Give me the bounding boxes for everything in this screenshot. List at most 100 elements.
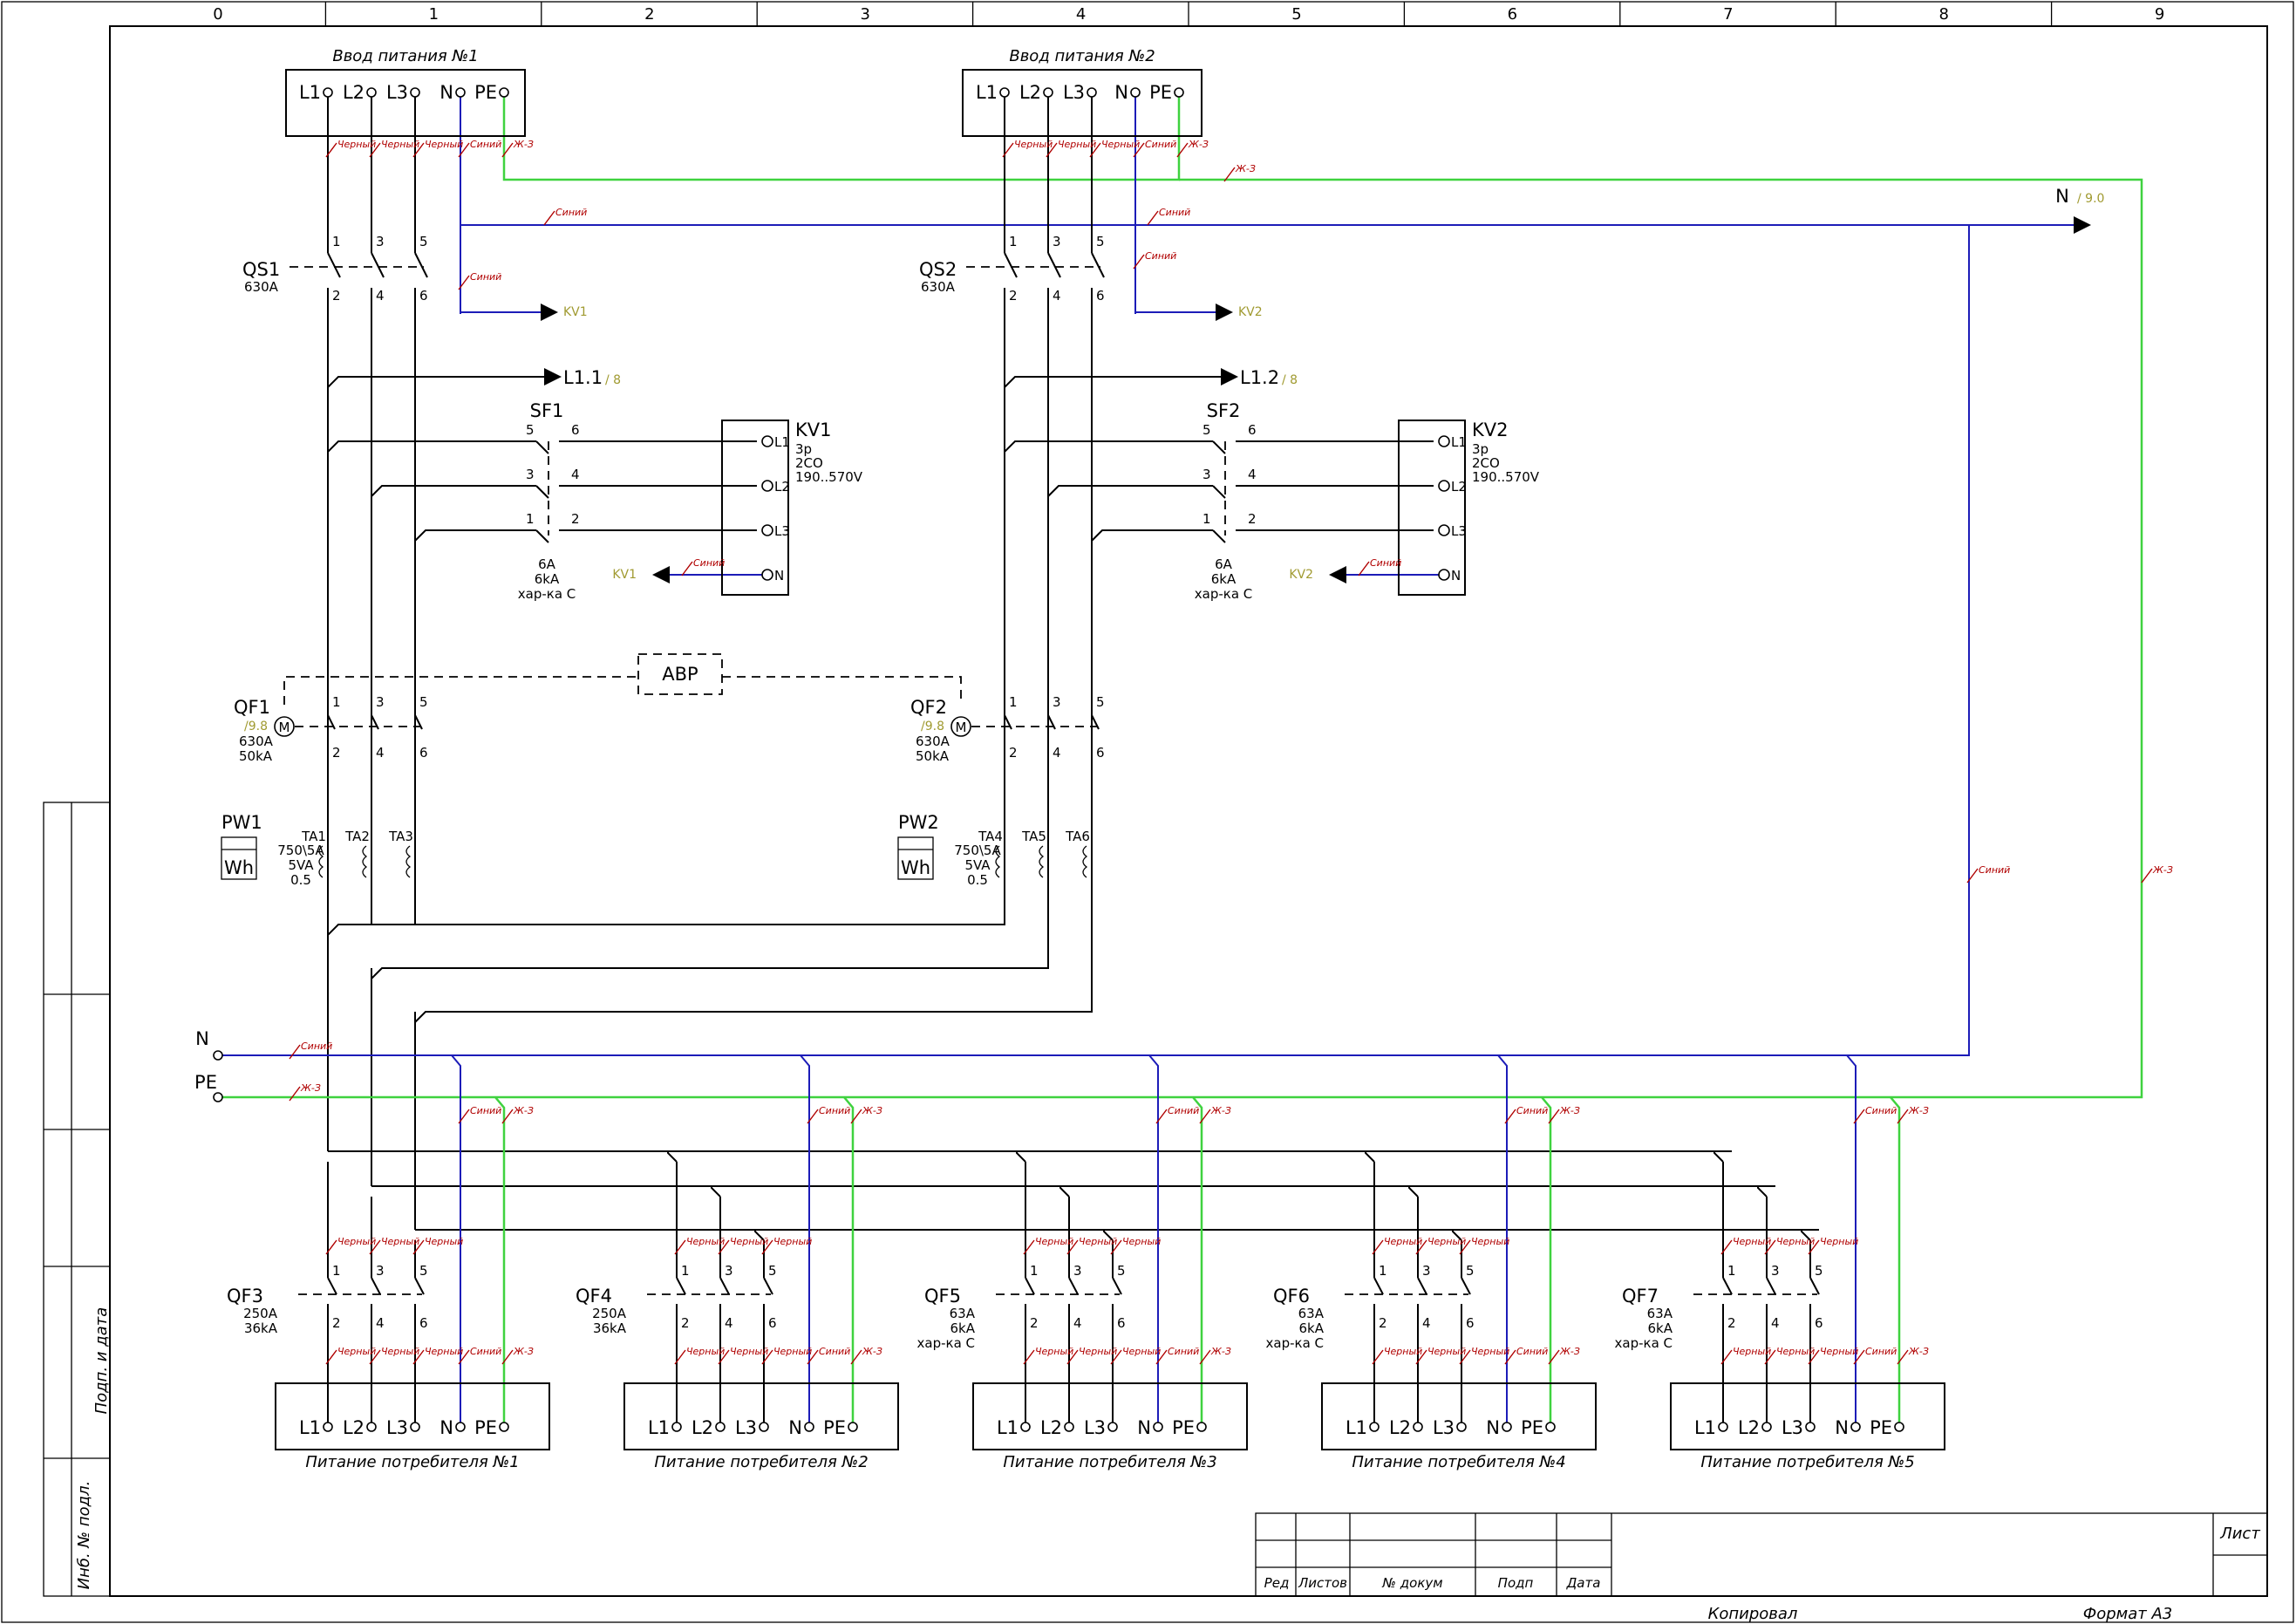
switch-name: QS1 (242, 259, 280, 280)
wire-color-tag: Черный (425, 1346, 463, 1357)
wiring (222, 97, 2143, 1429)
input-terminal-label: PE (1149, 82, 1172, 103)
feeder-terminal (1718, 1422, 1728, 1432)
bus-ref-sheet: / 8 (605, 373, 621, 387)
wire-color-tag: Черный (1079, 1236, 1117, 1247)
feeder-terminal-label: L2 (1738, 1417, 1760, 1438)
ct-coil (1082, 845, 1088, 878)
feeder-terminal (1805, 1422, 1816, 1432)
ct-coil (1039, 845, 1045, 878)
bus-ref: L1.1 (563, 367, 603, 388)
feeder-terminal (1456, 1422, 1467, 1432)
wire-color-tag: Черный (1733, 1346, 1771, 1357)
wire-color-tag: Черный (1820, 1346, 1858, 1357)
pin-label: 1 (332, 1263, 341, 1279)
feeder-terminal-label: L1 (997, 1417, 1019, 1438)
ats-box (637, 653, 723, 695)
feeder-terminal-label: N (439, 1417, 453, 1438)
pin-label: 6 (1815, 1315, 1823, 1331)
wire-color-tag: Черный (425, 139, 463, 150)
feeder-breaker-name: QF5 (924, 1286, 961, 1307)
wire-tick (458, 275, 470, 290)
feeder-pe (1192, 1096, 1203, 1429)
feeder-tap (1103, 1230, 1114, 1241)
wire-tick (1110, 1349, 1122, 1365)
wire-tick (501, 1349, 514, 1365)
wire-color-tag: Черный (1101, 139, 1140, 150)
wire-tick (1023, 1239, 1035, 1255)
wire-tick (458, 142, 470, 158)
wire-tick (1023, 1349, 1035, 1365)
wire-color-tag: Черный (1035, 1346, 1073, 1357)
feeder-rating: 6kA (1648, 1320, 1673, 1336)
switch-blade (414, 252, 428, 278)
relay-terminal-label: N (774, 568, 784, 583)
ct-spec: 5VA (964, 857, 991, 873)
wire-color-tag: Синий (1370, 557, 1401, 569)
wire-color-tag: Ж-З (1908, 1346, 1929, 1357)
feeder-terminal (410, 1422, 420, 1432)
sf-feed (414, 529, 536, 542)
pin-label: 2 (1030, 1315, 1039, 1331)
wire-color-tag: Ж-З (862, 1105, 882, 1116)
relay-spec: 3р (795, 441, 812, 457)
wire-color-tag: Черный (1427, 1236, 1466, 1247)
wire-tick (1066, 1349, 1079, 1365)
pin-label: 5 (1096, 234, 1105, 249)
qf-ref: /9.8 (921, 720, 944, 734)
wire-tick (458, 1109, 470, 1124)
pin-label: 4 (1422, 1315, 1431, 1331)
relay-terminal-label: L3 (774, 523, 790, 539)
wire-tick (681, 561, 693, 577)
qf-rating: 630A (916, 734, 950, 749)
input-terminal (499, 87, 509, 98)
pin-label: 4 (376, 745, 385, 761)
feeder-blade (719, 1277, 730, 1295)
wire-color-tag: Синий (693, 557, 725, 569)
wire-tick (807, 1109, 819, 1124)
wire-tick (1548, 1349, 1560, 1365)
feeder-title-3: Питание потребителя №3 (1003, 1453, 1216, 1471)
title-sheet: Лист (2219, 1525, 2260, 1543)
pin-label: 3 (1053, 234, 1061, 249)
feeder-terminal-label: PE (1521, 1417, 1543, 1438)
feeder-pe (843, 1096, 855, 1429)
sf-feed (371, 485, 536, 497)
zone-number: 6 (1508, 5, 1517, 24)
wire-color-tag: Синий (1145, 139, 1176, 150)
relay-terminal (1438, 435, 1450, 447)
feeder-neutral (1148, 1054, 1159, 1429)
switch-blade (327, 252, 341, 278)
wire-tick (1548, 1109, 1560, 1124)
feeder-terminal (1107, 1422, 1118, 1432)
feeder-tap (1059, 1186, 1070, 1198)
feeder-terminal-label: PE (1172, 1417, 1195, 1438)
n-out-label: N (2055, 186, 2069, 207)
feeder-terminal (1153, 1422, 1163, 1432)
feeder-terminal (455, 1422, 466, 1432)
bus-ref-sheet: / 8 (1282, 373, 1298, 387)
pin-label: 6 (1117, 1315, 1126, 1331)
pin-label: 1 (1203, 511, 1211, 527)
feeder-terminal-label: L2 (343, 1417, 364, 1438)
switch-name: QS2 (919, 259, 957, 280)
wire-color-tag: Ж-З (300, 1082, 321, 1094)
wire-color-tag: Черный (1471, 1236, 1509, 1247)
wire-color-tag: Черный (1776, 1236, 1815, 1247)
relay-n-ref: KV1 (612, 568, 637, 582)
pin-label: 1 (681, 1263, 690, 1279)
title-rev: Ред (1264, 1575, 1290, 1591)
pin-label: 4 (1073, 1315, 1082, 1331)
feeder-terminal (759, 1422, 769, 1432)
wire-color-tag: Черный (1014, 139, 1053, 150)
pin-label: 5 (1466, 1263, 1475, 1279)
relay-spec: 190..570V (1472, 469, 1540, 485)
feeder-terminal-label: L1 (1694, 1417, 1716, 1438)
feeder-blade (327, 1277, 337, 1295)
wire-color-tag: Ж-З (1559, 1105, 1580, 1116)
pin-label: 2 (681, 1315, 690, 1331)
pin-label: 4 (376, 1315, 385, 1331)
input-terminal-label: PE (474, 82, 497, 103)
sf-rating: 6A (1215, 556, 1233, 572)
side-label-signature-date: Подп. и дата (92, 1307, 111, 1415)
